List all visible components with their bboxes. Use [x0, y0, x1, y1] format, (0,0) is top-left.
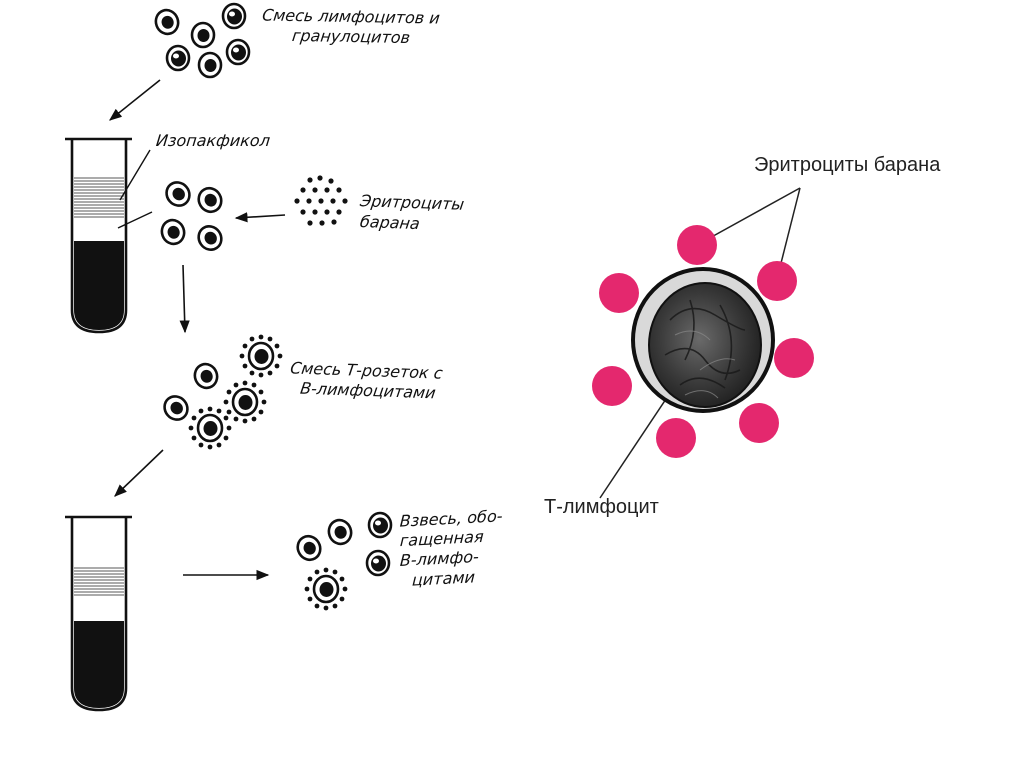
- enriched-b-cells-cluster: [292, 511, 393, 612]
- sheep-erythrocytes-pink: [592, 225, 814, 458]
- arrow-to-tube-2: [114, 449, 164, 497]
- arrow-cells-to-tube-1: [117, 211, 153, 229]
- t-rosettes-cluster: [158, 333, 284, 451]
- arrow-to-tube-1: [109, 79, 161, 121]
- arrow-down-to-rosettes: [179, 264, 190, 334]
- sheep-erythrocyte-dots: [294, 175, 348, 226]
- label-mix-lymph-gran-2: гранулоцитов: [291, 25, 412, 48]
- mixed-cells-cluster: [151, 2, 251, 79]
- label-sheep-rbc-2: барана: [358, 211, 422, 234]
- test-tube-1: [65, 137, 132, 334]
- label-sheep-erythrocytes: Эритроциты барана: [754, 154, 941, 176]
- t-lymphocyte-illustration: [592, 187, 814, 499]
- test-tube-2: [65, 515, 132, 712]
- label-enriched-4: цитами: [411, 567, 476, 590]
- isopaque-pointer: [119, 149, 151, 201]
- label-t-lymphocyte: Т-лимфоцит: [544, 496, 659, 518]
- label-mix-lymph-gran-1: Смесь лимфоцитов и: [261, 5, 441, 28]
- label-isopaque-ficoll: Изопакфикол: [155, 131, 272, 150]
- label-sheep-rbc-1: Эритроциты: [358, 191, 466, 214]
- t-lymphocyte-nucleus: [648, 282, 762, 408]
- lymphocyte-cluster: [157, 176, 228, 256]
- arrow-rbc-to-cells: [234, 212, 286, 223]
